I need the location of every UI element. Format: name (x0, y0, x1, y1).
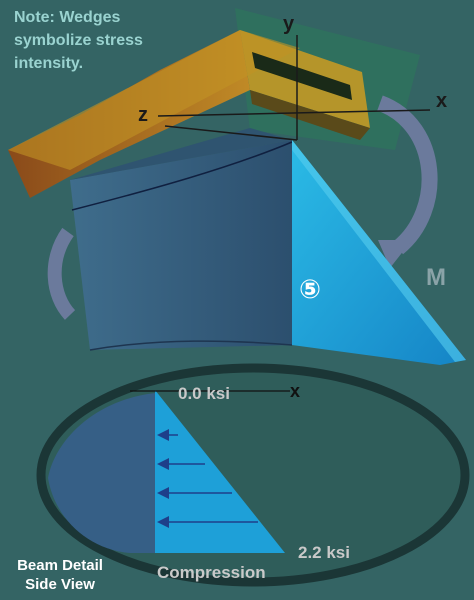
curvature-line (71, 141, 293, 211)
caption-line-1: Beam Detail (17, 557, 103, 574)
detail-view (36, 363, 470, 587)
detail-axis-label-x: x (290, 381, 300, 401)
axis-label-z: z (138, 104, 148, 126)
beam-front-face (70, 140, 292, 350)
stress-type-label: Compression (157, 563, 266, 582)
top-flange (8, 30, 370, 198)
detail-stress-wedge (155, 390, 285, 553)
moment-arrow-right (376, 95, 438, 268)
bottom-stress-value: 2.2 ksi (298, 543, 350, 562)
note-line-1: Note: Wedges (14, 9, 120, 26)
stress-wedge-highlight (292, 140, 466, 362)
beam-bottom-edge (89, 340, 293, 351)
caption-line-2: Side View (25, 576, 95, 593)
top-stress-value: 0.0 ksi (178, 384, 230, 403)
note-line-2: symbolize stress (14, 32, 143, 49)
note-line-3: intensity. (14, 55, 83, 72)
region-marker: ⑤ (299, 274, 321, 304)
moment-label: M (426, 264, 446, 291)
axis-label-y: y (283, 13, 295, 35)
coordinate-axes (157, 35, 431, 141)
beam-top-face (70, 128, 292, 180)
moment-arrow-left (47, 227, 76, 320)
axis-label-x: x (436, 90, 447, 112)
detail-beam-section (48, 393, 155, 553)
